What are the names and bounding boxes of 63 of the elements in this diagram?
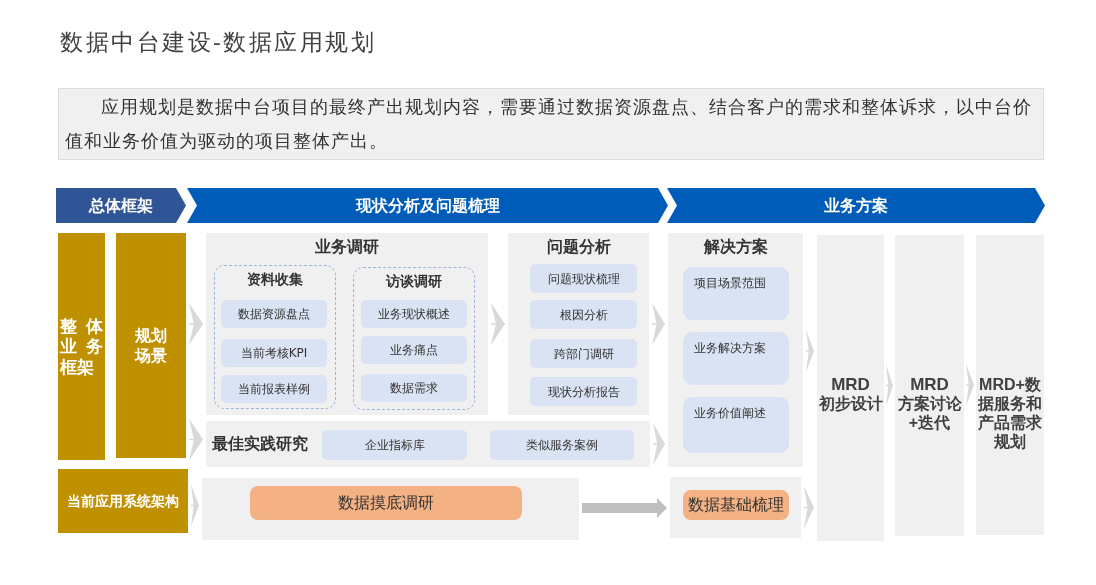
- group-frame: [353, 267, 475, 410]
- task-label: 业务价值阐述: [694, 405, 766, 421]
- stage-label: MRD+数据服务和产品需求规划: [976, 375, 1043, 451]
- section-heading: 问题分析: [546, 237, 611, 257]
- section-panel: [206, 421, 650, 467]
- stage-label: MRD: [910, 375, 949, 394]
- category-label: 当前应用系统架构: [67, 492, 179, 510]
- section-heading: 解决方案: [703, 237, 768, 257]
- task-label: 类似服务案例: [526, 437, 598, 453]
- category-label: 规划场景: [134, 326, 168, 365]
- section-heading: 业务调研: [315, 237, 379, 257]
- chevron-arrow: [885, 364, 894, 407]
- intro-text: 应用规划是数据中台项目的最终产出规划内容，需要通过数据资源盘点、结合客户的需求和整体诉求，以中台价值和业务价值为驱动的项目整体产出。: [65, 95, 1033, 153]
- section-panel: [206, 233, 488, 415]
- chevron-arrow: [651, 303, 666, 345]
- chevron-arrow: [652, 423, 666, 465]
- chevron-arrow: [190, 484, 200, 527]
- task-label: 企业指标库: [364, 437, 425, 453]
- highlight-label: 数据基础梳理: [688, 495, 784, 515]
- task-label: 数据需求: [390, 380, 438, 396]
- task-label: 根因分析: [559, 306, 608, 323]
- page-title: 数据中台建设-数据应用规划: [60, 28, 377, 57]
- chevron-arrow: [490, 303, 506, 345]
- group-frame: [214, 265, 336, 409]
- group-heading: 访谈调研: [386, 272, 442, 290]
- section-panel: [668, 233, 803, 467]
- section-panel: [508, 233, 649, 415]
- category-label: 整体业务框架: [60, 315, 103, 378]
- task-label: 问题现状梳理: [547, 270, 620, 287]
- task-label: 当前报表样例: [238, 381, 310, 397]
- task-label: 当前考核KPI: [240, 345, 308, 361]
- task-label: 业务现状概述: [378, 306, 450, 322]
- phase-title: 现状分析及问题梳理: [355, 195, 500, 216]
- group-heading: 资料收集: [247, 270, 303, 288]
- task-label: 跨部门调研: [553, 345, 614, 362]
- phase-banner: [667, 188, 1045, 223]
- section-heading: 最佳实践研究: [212, 434, 308, 454]
- task-label: 业务痛点: [390, 342, 438, 358]
- section-panel: [202, 478, 579, 540]
- category-block: [116, 233, 186, 458]
- phase-banner: [187, 188, 668, 223]
- category-block: [58, 233, 105, 460]
- stage-label: 方案讨论+迭代: [896, 394, 963, 432]
- task-label: 现状分析报告: [547, 383, 620, 400]
- task-label: 项目场景范围: [694, 275, 766, 291]
- phase-title: 业务方案: [824, 195, 888, 216]
- section-panel: [670, 477, 801, 538]
- stage-label: MRD: [831, 375, 870, 394]
- chevron-arrow: [805, 330, 815, 372]
- highlight-label: 数据摸底调研: [338, 493, 434, 513]
- intro-panel: [58, 88, 1044, 160]
- stage-label: 初步设计: [818, 394, 883, 413]
- chevron-arrow: [965, 364, 975, 406]
- chevron-arrow: [188, 303, 204, 345]
- highlight-card: [250, 486, 522, 520]
- task-label: 业务解决方案: [694, 340, 766, 356]
- block-arrow: [582, 498, 667, 518]
- phase-title: 总体框架: [89, 195, 153, 216]
- task-label: 数据资源盘点: [238, 306, 310, 322]
- category-block: [58, 469, 188, 533]
- phase-banner: [56, 188, 186, 223]
- chevron-arrow: [803, 486, 815, 529]
- chevron-arrow: [188, 418, 204, 461]
